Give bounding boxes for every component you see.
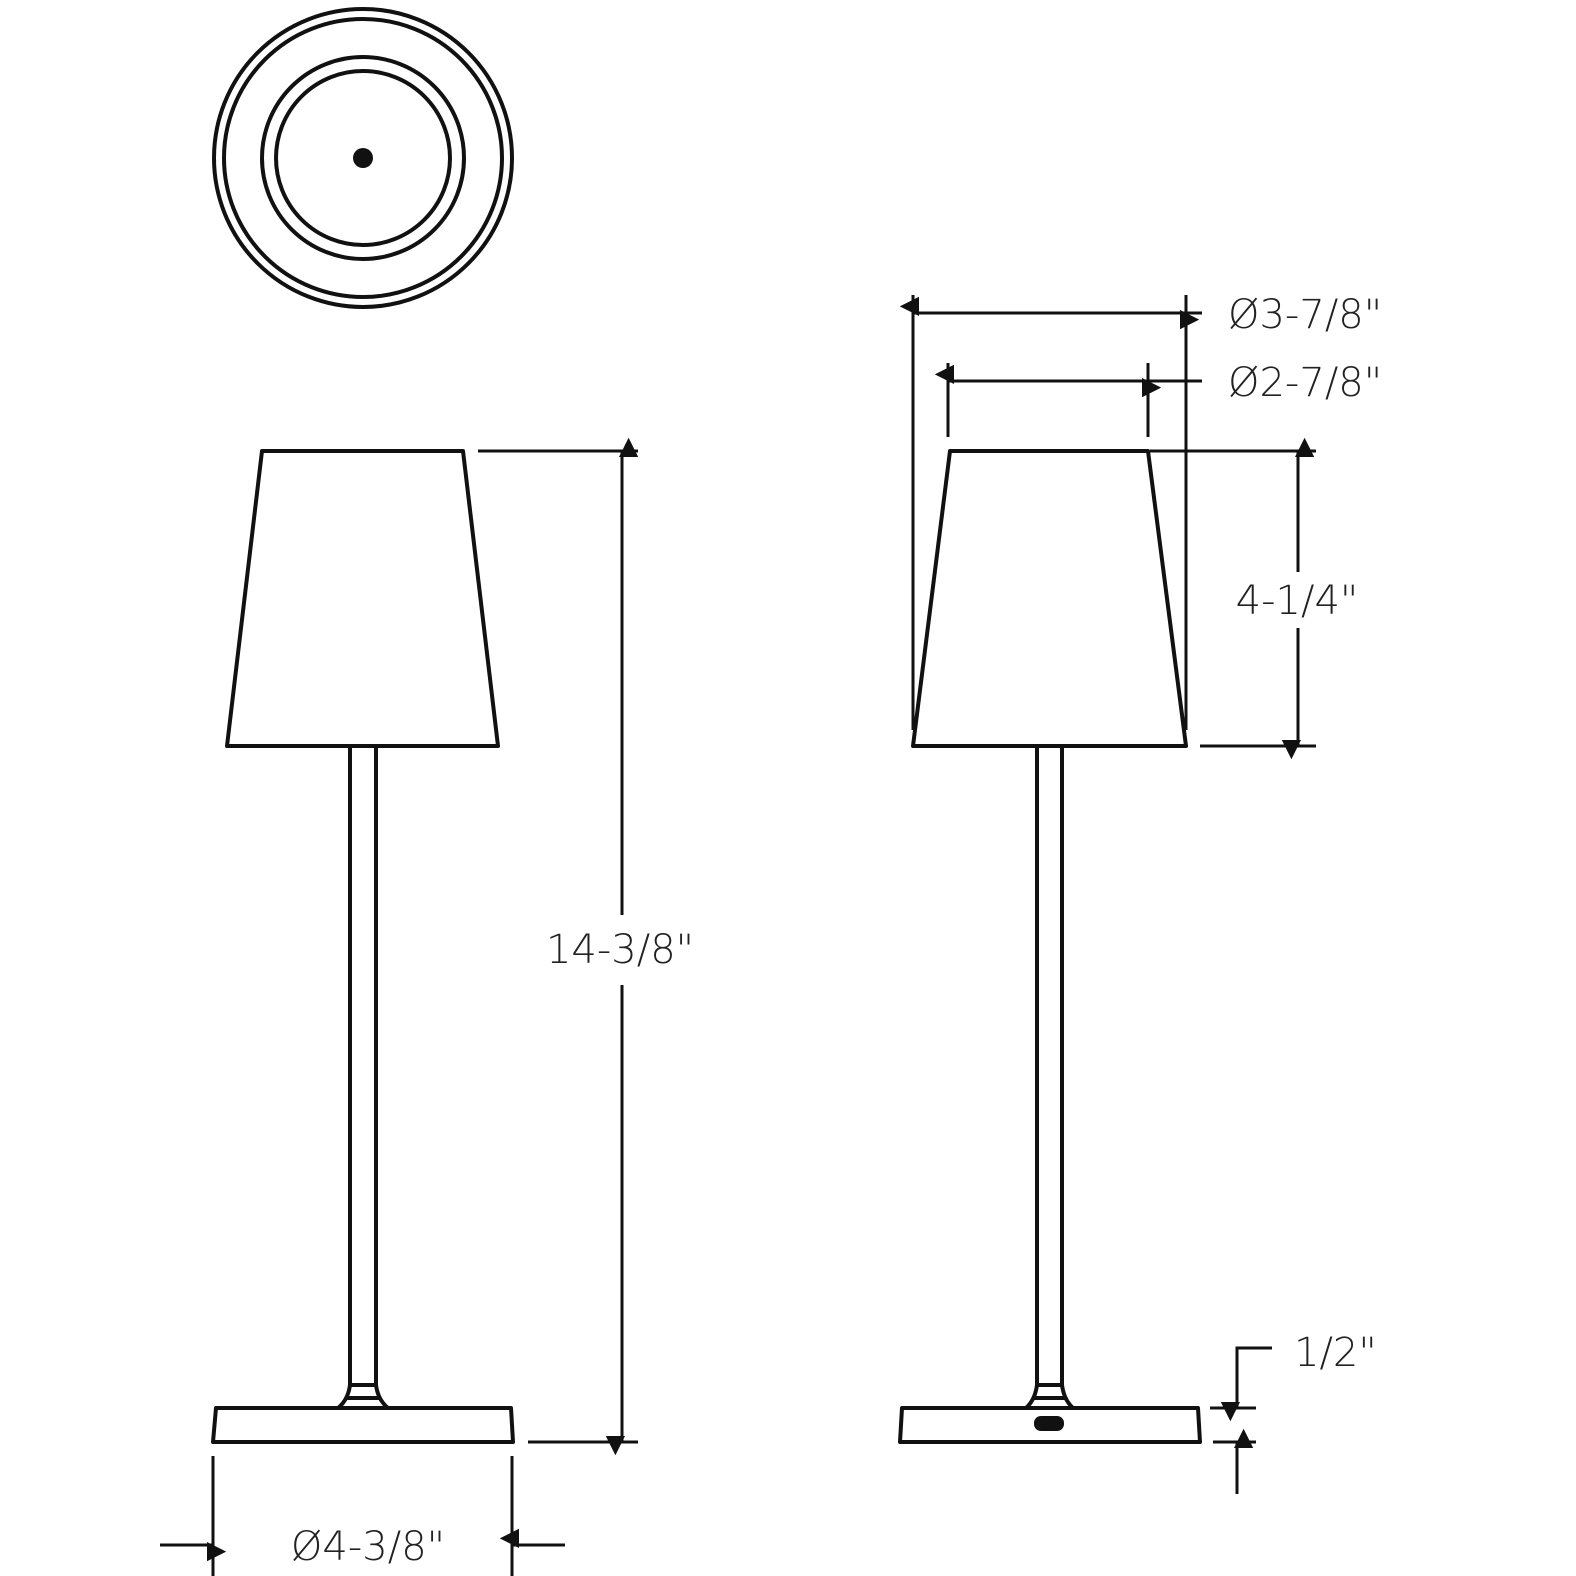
- top-button-icon: [353, 148, 373, 168]
- base-outer-circle: [212, 7, 514, 309]
- lamp-base: [898, 1406, 1202, 1444]
- charging-port-icon: [1034, 1416, 1064, 1431]
- lamp-stem: [336, 746, 390, 1410]
- lamp-base: [211, 1406, 515, 1444]
- shade-top-diameter-label: Ø2-7/8": [1228, 360, 1382, 406]
- top-view: [212, 7, 514, 309]
- dimension-arrow: [1220, 1346, 1272, 1422]
- lamp-stem: [1024, 746, 1075, 1410]
- lamp-shade: [225, 449, 500, 748]
- shade-height-label: 4-1/4": [1236, 578, 1359, 624]
- overall-height-label: 14-3/8": [546, 927, 694, 973]
- base-diameter-label: Ø4-3/8": [291, 1524, 445, 1570]
- shade-bottom-diameter-label: Ø3-7/8": [1228, 292, 1382, 338]
- side-view: Ø3-7/8" Ø2-7/8" 4-1/4" 1/2": [898, 292, 1382, 1494]
- shade-inner-circle: [274, 69, 452, 247]
- base-inner-circle: [222, 17, 504, 299]
- lamp-shade: [911, 449, 1188, 748]
- base-height-label: 1/2": [1294, 1330, 1377, 1376]
- shade-outer-circle: [260, 55, 466, 261]
- front-view: 14-3/8" Ø4-3/8": [160, 437, 694, 1576]
